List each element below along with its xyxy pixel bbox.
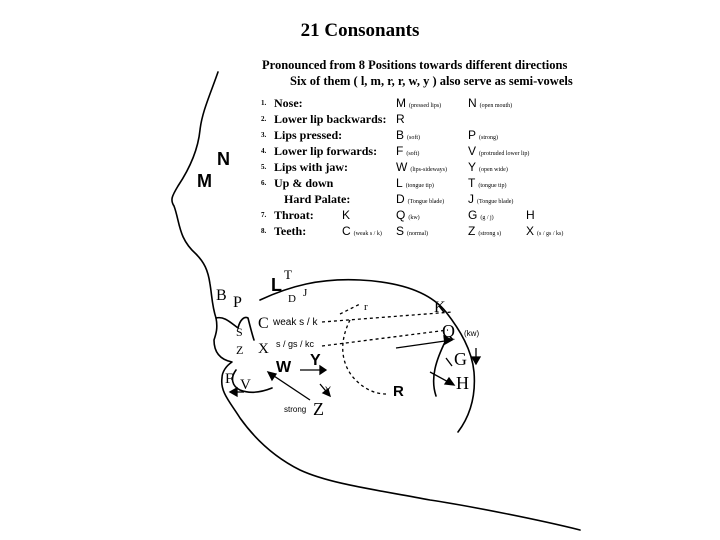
diagram-label-l: L — [271, 276, 282, 294]
diagram-label-kw: (kw) — [464, 330, 479, 338]
diagram-label-m: M — [197, 172, 212, 190]
diagram-label-f: F — [225, 372, 233, 387]
throat-wall — [434, 340, 446, 396]
f-arrow-head — [230, 388, 237, 396]
diagram-label-r: R — [393, 384, 404, 399]
diagram-label-q: Q — [442, 322, 455, 340]
diagram-label-c: C — [258, 316, 269, 332]
diagram-label-h: H — [456, 374, 469, 392]
diagram-label-gs: s / gs / kc — [276, 340, 314, 349]
diagram-label-r-small: r — [364, 302, 368, 313]
diagram-label-y: Y — [310, 353, 321, 369]
diagram-label-w: W — [276, 360, 291, 376]
diagram-label-v: V — [240, 378, 251, 393]
diagram-label-k: K — [434, 300, 446, 316]
r-dotted-line — [343, 320, 386, 394]
diagram-label-y-small: Y — [325, 386, 331, 395]
diagram-label-x: X — [258, 342, 269, 357]
z-arrow-head — [268, 372, 276, 380]
upper-lip — [216, 318, 238, 328]
diagram-label-z: Z — [236, 344, 243, 356]
diagram-label-z2: Z — [313, 400, 324, 418]
h-arrow-head — [445, 378, 454, 385]
diagram-label-t: T — [284, 268, 292, 281]
diagram-label-b: B — [216, 288, 227, 304]
up-arrow-line — [446, 358, 452, 366]
diagram-label-n: N — [217, 150, 230, 168]
diagram-label-s: S — [236, 326, 243, 338]
diagram-label-weak: weak s / k — [273, 318, 317, 328]
w-dotted-line — [340, 304, 360, 314]
diagram-label-d: D — [288, 294, 296, 305]
diagram-label-j: J — [303, 288, 307, 299]
diagram-label-p: P — [233, 295, 242, 311]
diagram-label-g: G — [454, 350, 467, 368]
lower-jaw — [233, 370, 272, 392]
diagram-label-strong: strong — [284, 406, 306, 414]
